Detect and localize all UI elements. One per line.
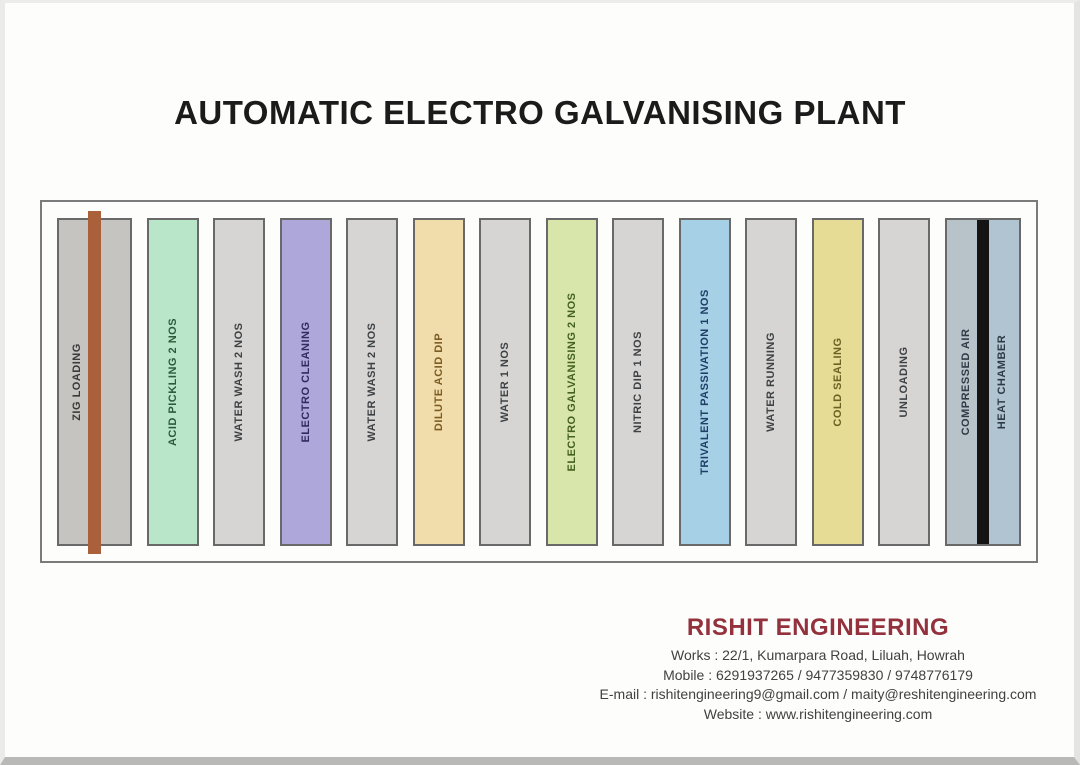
- tank-acid-pickling-2-nos: ACID PICKLING 2 NOS: [146, 218, 199, 546]
- tank-water-1-nos: WATER 1 NOS: [479, 218, 532, 546]
- tank-electro-cleaning: ELECTRO CLEANING: [279, 218, 332, 546]
- tank-label: WATER WASH 2 NOS: [366, 322, 379, 442]
- tank-compressed-air-heat-chamber: COMPRESSED AIR HEAT CHAMBER: [944, 218, 1021, 546]
- jig-loading-rod: [88, 211, 101, 554]
- tank-row: ZIG LOADING ACID PICKLING 2 NOS WATER WASH…: [42, 211, 1036, 554]
- tank-label: ACID PICKLING 2 NOS: [166, 317, 179, 447]
- tank-label: ELECTRO CLEANING: [299, 321, 312, 443]
- tank-dilute-acid-dip: DILUTE ACID DIP: [412, 218, 465, 546]
- company-info: RISHIT ENGINEERING Works : 22/1, Kumarpa…: [548, 614, 1080, 724]
- tank-cold-sealing: COLD SEALING: [811, 218, 864, 546]
- company-website: Website : www.rishitengineering.com: [703, 705, 933, 722]
- page-title: AUTOMATIC ELECTRO GALVANISING PLANT: [174, 94, 906, 131]
- tank-water-wash-2-nos: WATER WASH 2 NOS: [346, 218, 399, 546]
- tank-label: HEAT CHAMBER: [996, 334, 1009, 430]
- plant-outline: ZIG LOADING ACID PICKLING 2 NOS WATER WASH…: [40, 200, 1038, 563]
- tank-label: TRIVALENT PASSIVATION 1 NOS: [698, 289, 711, 475]
- tank-label: WATER RUNNING: [765, 332, 778, 432]
- company-mobile-numbers: Mobile : 6291937265 / 9477359830 / 97487…: [663, 666, 973, 683]
- tank-label: WATER WASH 2 NOS: [233, 322, 246, 442]
- tank-label: COLD SEALING: [831, 337, 844, 427]
- partition-bar: [976, 220, 989, 544]
- tank-label: COMPRESSED AIR: [959, 328, 972, 436]
- tank-zig-loading: ZIG LOADING: [57, 211, 132, 554]
- tank-label: DILUTE ACID DIP: [432, 332, 445, 432]
- tank-unloading: UNLOADING: [878, 218, 931, 546]
- tank-nitric-dip-1-nos: NITRIC DIP 1 NOS: [612, 218, 665, 546]
- tank-label: UNLOADING: [898, 346, 911, 418]
- tank-label: ELECTRO GALVANISING 2 NOS: [565, 292, 578, 472]
- tank-label: ZIG LOADING: [71, 343, 84, 421]
- tank-water-running: WATER RUNNING: [745, 218, 798, 546]
- tank-label: NITRIC DIP 1 NOS: [632, 331, 645, 433]
- company-works-address: Works : 22/1, Kumarpara Road, Liluah, Ho…: [671, 647, 965, 663]
- company-email: E-mail : rishitengineering9@gmail.com / …: [599, 686, 1037, 702]
- tank-label: WATER 1 NOS: [499, 341, 512, 423]
- tank-trivalent-passivation-1-nos: TRIVALENT PASSIVATION 1 NOS: [678, 218, 731, 546]
- company-name: RISHIT ENGINEERING: [686, 614, 950, 641]
- tank-water-wash-2-nos: WATER WASH 2 NOS: [213, 218, 266, 546]
- tank-electro-galvanising-2-nos: ELECTRO GALVANISING 2 NOS: [545, 218, 598, 546]
